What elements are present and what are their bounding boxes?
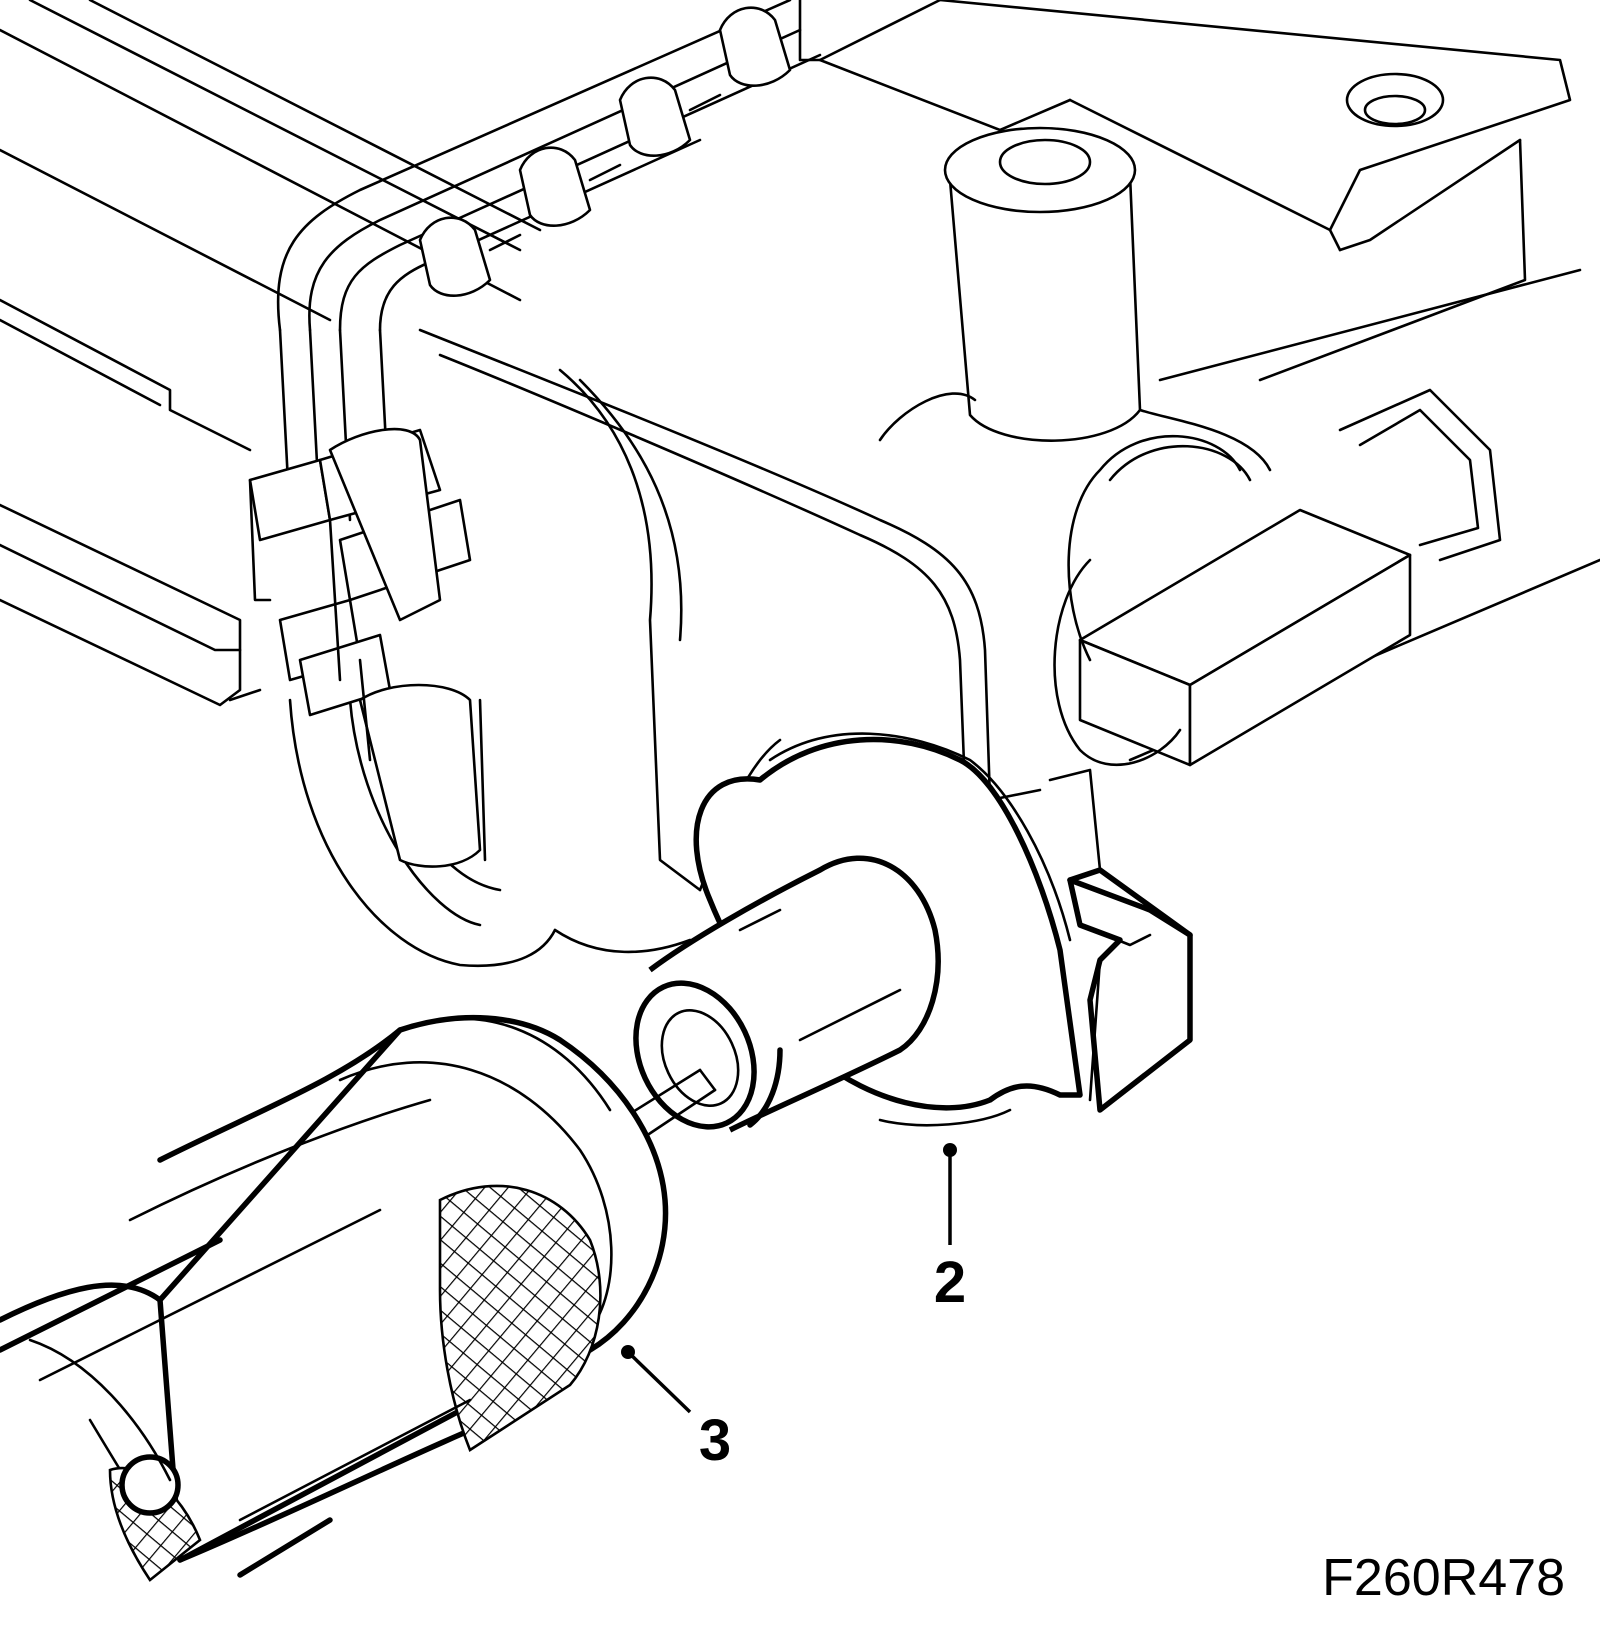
tool-adapter [633, 855, 941, 1133]
housing-block [418, 328, 1102, 954]
callout-label-3: 3 [699, 1408, 731, 1473]
drill-chuck [0, 1014, 669, 1582]
callout-3: 3 [621, 1345, 731, 1473]
upper-cylinder [878, 126, 1272, 472]
callout-2: 2 [934, 1143, 966, 1315]
shaft-ring [1053, 434, 1252, 767]
stop-bracket [1067, 867, 1193, 1113]
flat-shaft [1078, 508, 1412, 767]
cable-channel [248, 0, 822, 968]
callout-label-2: 2 [934, 1250, 966, 1315]
figure-code: F260R478 [1322, 1549, 1565, 1607]
mounting-plate [798, 0, 1600, 762]
